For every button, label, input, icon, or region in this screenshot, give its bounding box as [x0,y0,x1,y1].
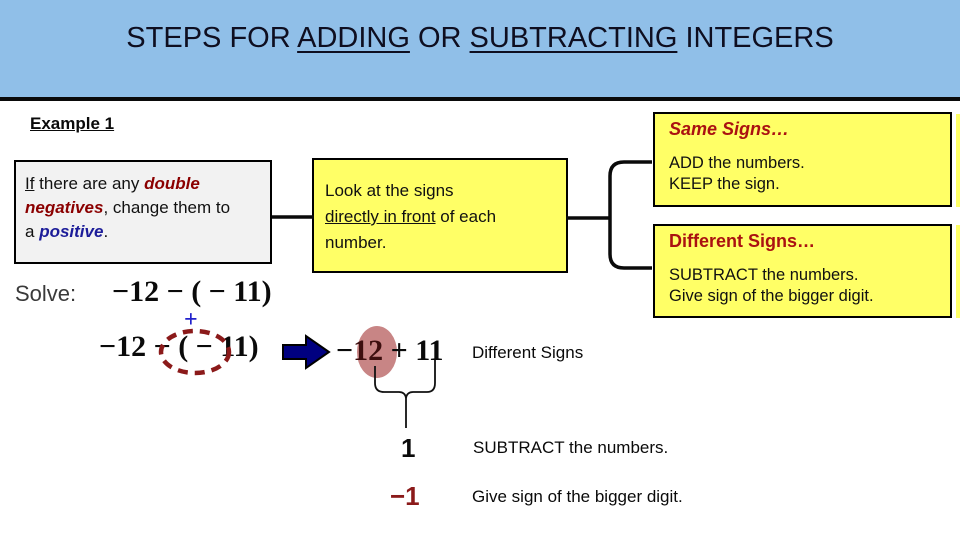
step-note-sign: Give sign of the bigger digit. [472,487,683,506]
rule-line: Look at the signs [325,181,454,200]
title-text: STEPS FOR [126,22,298,54]
negatives-emphasis: negatives [25,198,104,217]
rule-text: , change them to [103,198,231,217]
step-note-subtract: SUBTRACT the numbers. [473,438,669,457]
minus-sign: − [336,334,354,367]
slide-title: STEPS FOR ADDING OR SUBTRACTING INTEGERS [0,22,960,55]
highlighted-number: 12 [353,334,384,367]
header-banner: STEPS FOR ADDING OR SUBTRACTING INTEGERS [0,0,960,101]
clipped-box-edge [956,114,960,207]
rule-text: a [25,222,40,241]
title-text: OR [409,22,470,54]
same-signs-heading: Same Signs… [669,119,790,139]
rule-line: If there are any double [25,172,261,196]
rule-line: ADD the numbers. [669,154,805,172]
rule-line: directly in front of each [325,204,555,230]
rule-box-same-signs: Same Signs… ADD the numbers. KEEP the si… [653,112,952,207]
rule-line: number. [325,233,387,252]
rule-line: KEEP the sign. [669,175,780,193]
rule-text: of each [435,207,497,226]
double-emphasis: double [144,174,200,193]
solve-label: Solve: [15,281,77,306]
transform-arrow-icon [282,334,331,370]
rule-box-different-signs: Different Signs… SUBTRACT the numbers. G… [653,224,952,318]
directly-in-front-underlined: directly in front [325,207,436,226]
example-label: Example 1 [30,114,115,133]
rule-text: there are any [34,174,145,193]
step-result-2: −1 [390,481,420,511]
expression-step-2: −12 + 11 [336,334,444,368]
expression-original: −12 − ( − 11) [112,275,272,308]
different-signs-note: Different Signs [472,343,584,362]
title-adding-underlined: ADDING [297,22,410,54]
plus-annotation: + [184,307,198,333]
rule-line: SUBTRACT the numbers. [669,266,859,284]
clipped-box-edge [956,225,960,318]
rule-box-look-at-signs: Look at the signs directly in front of e… [312,158,568,273]
rule-line: negatives, change them to [25,196,261,220]
title-subtracting-underlined: SUBTRACTING [469,22,678,54]
expression-step-1: −12 − ( − 11) [99,330,259,363]
flow-split-bracket [608,160,652,270]
rule-line: Give sign of the bigger digit. [669,287,874,305]
rule-line: a positive. [25,220,261,244]
if-underlined: If [25,174,35,193]
positive-emphasis: positive [39,222,104,241]
different-signs-heading: Different Signs… [669,231,816,251]
title-text: INTEGERS [677,22,834,54]
step-result-1: 1 [401,433,416,463]
rule-box-double-negatives: If there are any double negatives, chang… [14,160,272,264]
expression-tail: + 11 [383,334,444,367]
rule-text: . [103,222,109,241]
